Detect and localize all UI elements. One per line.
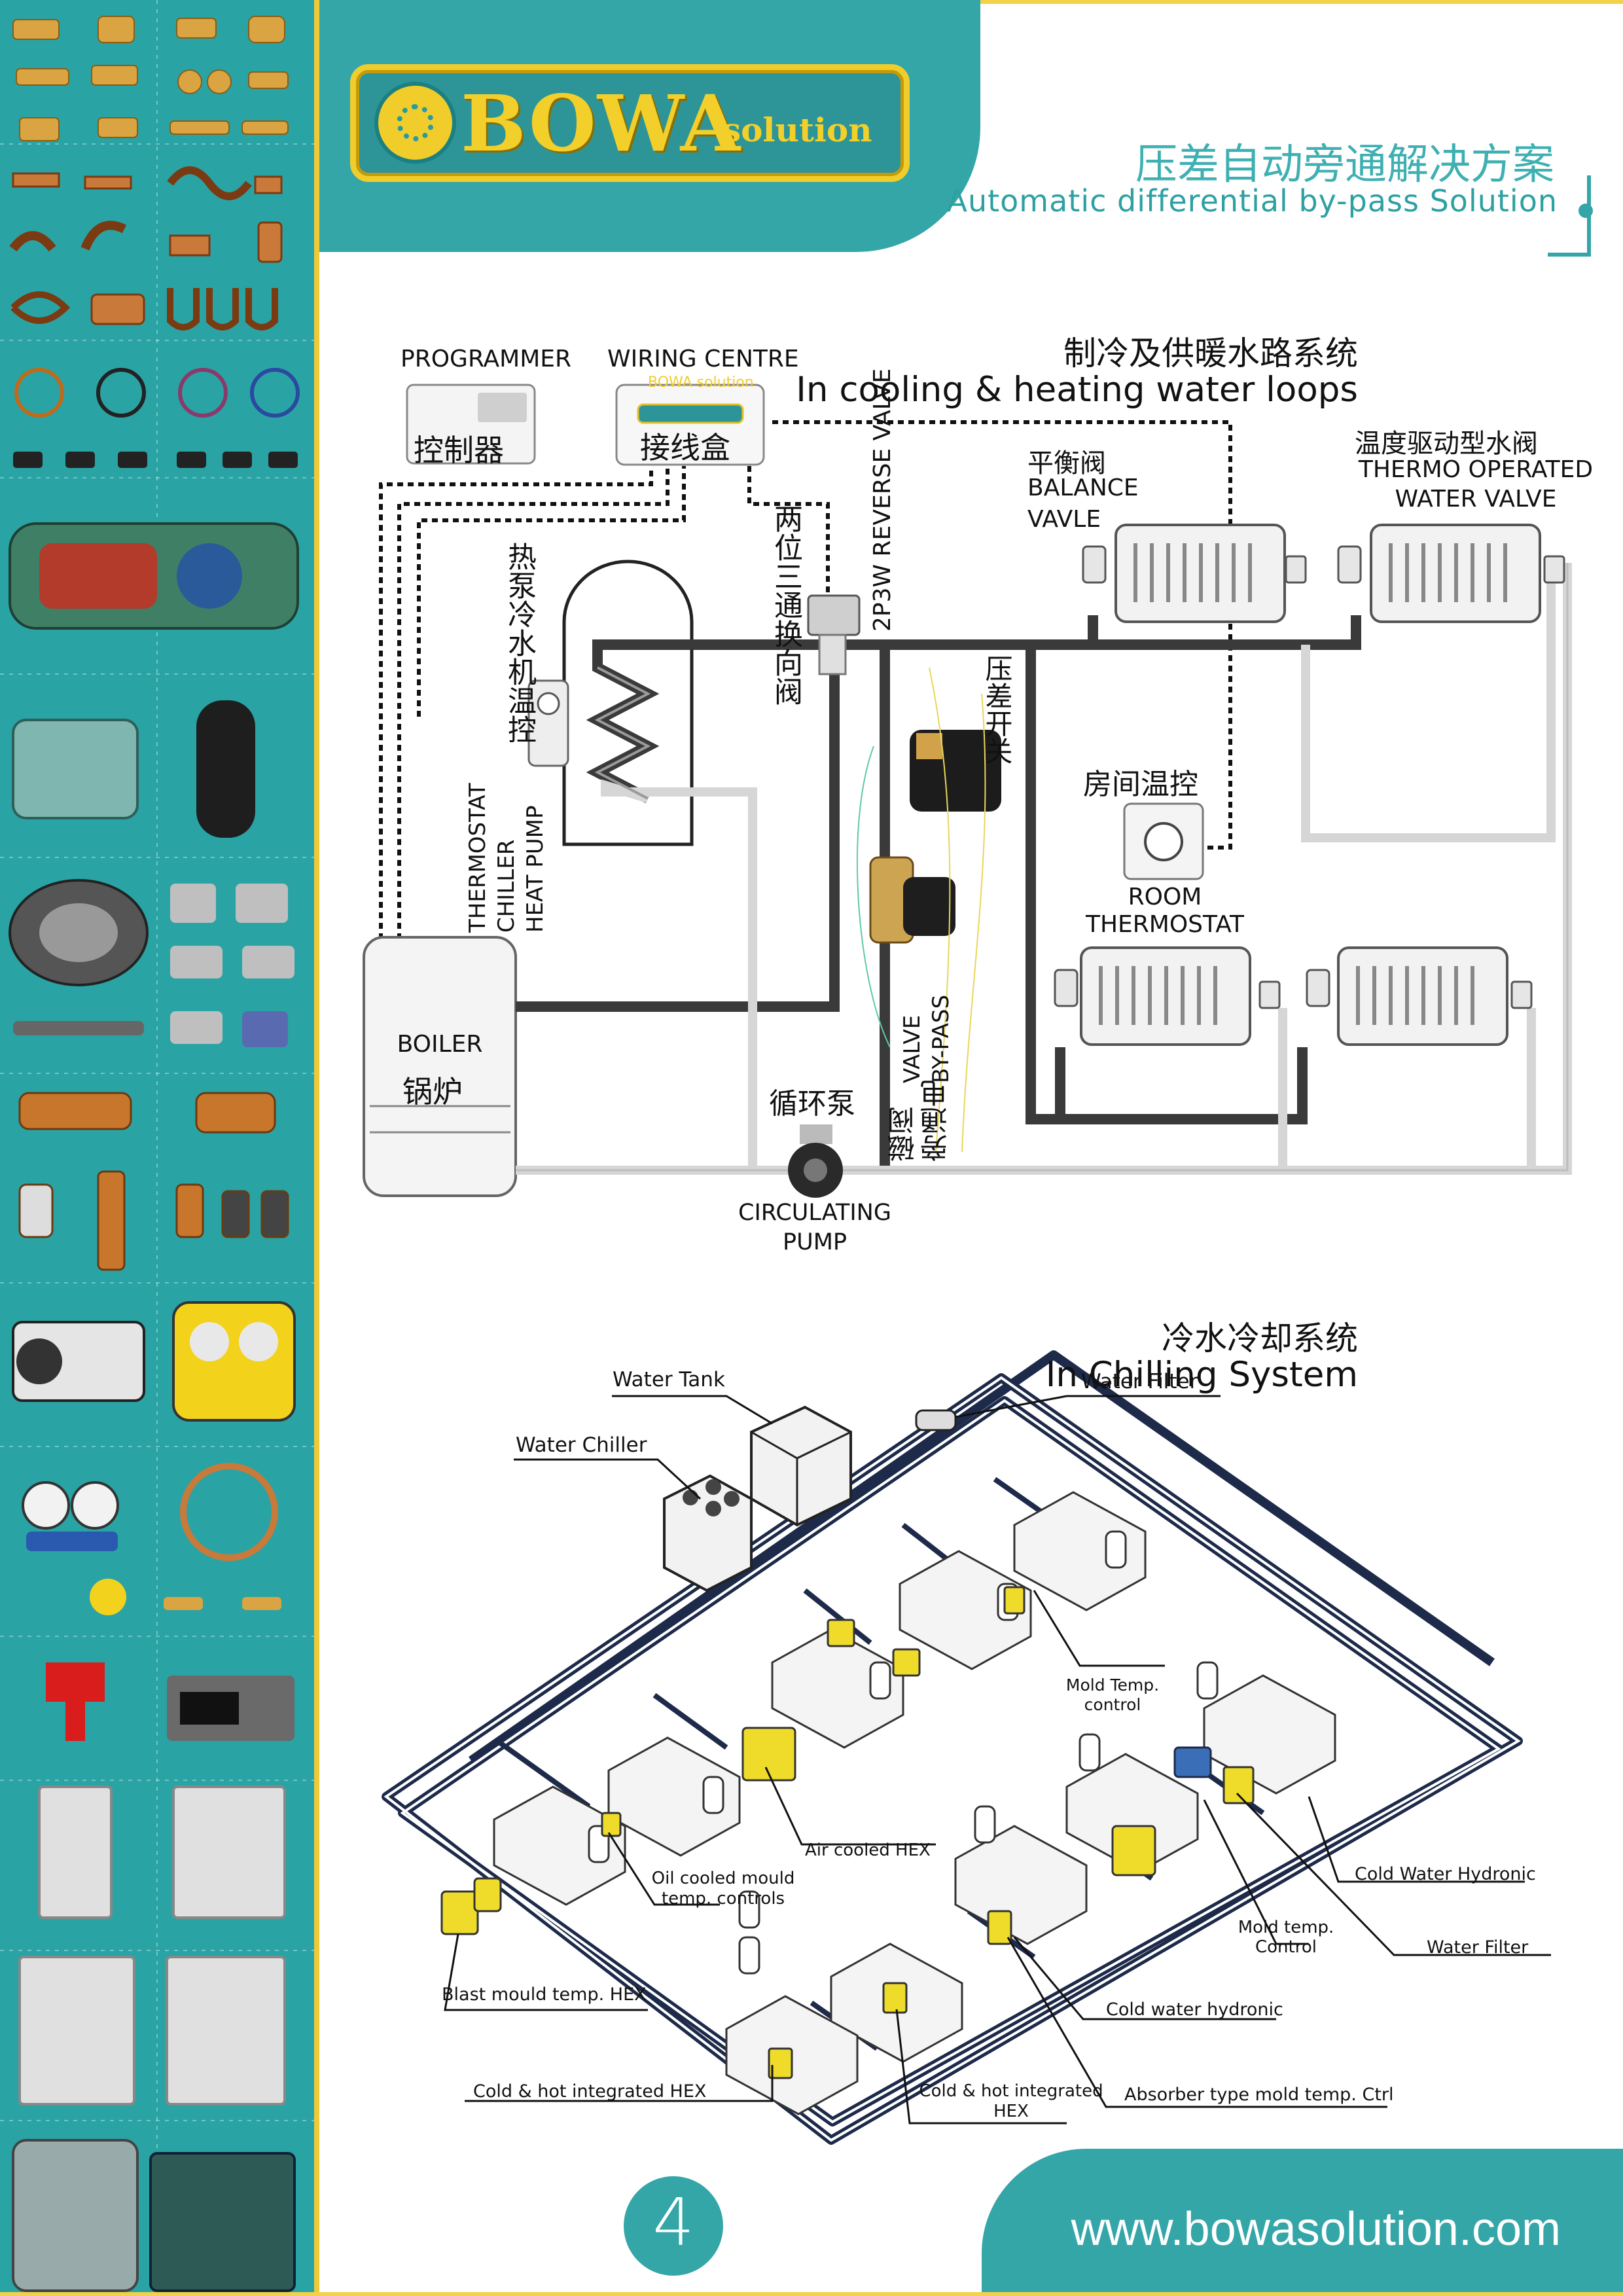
- logo-text: BOWA: [461, 78, 742, 169]
- water-filter-right-label: Water Filter: [1427, 1937, 1529, 1958]
- water-filter-top-shape: [915, 1409, 957, 1431]
- air-cooled-hex-label: Air cooled HEX: [805, 1840, 931, 1860]
- page-number: 4: [652, 2184, 694, 2261]
- reverse-valve-shape: [807, 594, 861, 675]
- cold-water-hydronic-label: Cold water hydronic: [1106, 2000, 1283, 2020]
- boiler-unit: [363, 936, 517, 1197]
- programmer-device-shape: [406, 384, 536, 465]
- balance-valve-label-cn: 平衡阀: [1027, 448, 1106, 478]
- boiler-label-en: BOILER: [397, 1031, 483, 1058]
- cold-hot-integrated-left-label: Cold & hot integrated HEX: [473, 2081, 707, 2102]
- bottom-accent-line: [0, 2292, 1623, 2296]
- radiator-bottom-right: [1337, 946, 1508, 1046]
- logo-emblem-icon: [374, 82, 456, 164]
- room-thermostat-label-cn: 房间温控: [1083, 768, 1198, 801]
- water-chiller-shape: [663, 1474, 753, 1592]
- loop-title-en: In cooling & heating water loops: [796, 370, 1358, 410]
- programmer-label: PROGRAMMER: [401, 346, 572, 372]
- website-link[interactable]: www.bowasolution.com: [1071, 2203, 1561, 2255]
- water-tank-label: Water Tank: [613, 1368, 725, 1391]
- mold-temp-control-label: Mold Temp. control: [1065, 1676, 1160, 1714]
- absorber-label: Absorber type mold temp. Ctrl: [1124, 2085, 1394, 2105]
- room-thermostat-label-en2: THERMOSTAT: [1085, 911, 1245, 938]
- heat-pump-thermostat-shape: [527, 679, 569, 767]
- page-title-en: Automatic differential by-pass Solution: [946, 183, 1558, 219]
- header-dot: [1578, 204, 1593, 218]
- thermo-valve-label-en2: WATER VALVE: [1395, 486, 1557, 512]
- pump-label-cn: 循环泵: [769, 1087, 855, 1121]
- wiring-centre-box-shape: [615, 384, 765, 466]
- mold-temp-control2-label: Mold temp. Control: [1238, 1918, 1334, 1957]
- water-tank-shape: [750, 1405, 852, 1527]
- balance-valve-label-en2: VAVLE: [1027, 506, 1101, 533]
- loop-title-cn: 制冷及供暖水路系统: [1063, 334, 1358, 372]
- balance-valve-label-en1: BALANCE: [1027, 475, 1139, 501]
- radiator-top-left: [1115, 524, 1286, 623]
- wiring-centre-logo: BOWA solution: [648, 374, 754, 391]
- logo-subtext: solution: [722, 111, 872, 149]
- chill-title-en: In Chilling System: [1045, 1355, 1358, 1395]
- room-thermostat-device-shape: [1123, 802, 1204, 880]
- radiator-bottom-left: [1080, 946, 1251, 1046]
- cold-hot-integrated-mid-label: Cold & hot integrated HEX: [919, 2081, 1103, 2121]
- brand-logo: BOWA solution: [350, 64, 910, 182]
- thermo-valve-label-en1: THERMO OPERATED: [1358, 456, 1594, 483]
- page-title-cn: 压差自动旁通解决方案: [1135, 141, 1554, 189]
- chill-title-cn: 冷水冷却系统: [1162, 1319, 1358, 1357]
- diff-pressure-switch-shape: [910, 730, 1001, 812]
- footer-banner: [982, 2149, 1623, 2296]
- bypass-valve-shape: [869, 856, 955, 944]
- wiring-centre-label-cn: 接线盒: [640, 430, 730, 465]
- blast-mould-label: Blast mould temp. HEX: [442, 1984, 647, 2005]
- cold-water-hydronic-cap-label: Cold Water Hydronic: [1355, 1864, 1536, 1884]
- product-thumbnail-grid: [0, 0, 314, 2296]
- boiler-label-cn: 锅炉: [402, 1074, 463, 1109]
- pump-label-en1: CIRCULATING: [738, 1200, 891, 1226]
- water-chiller-label: Water Chiller: [516, 1433, 647, 1457]
- room-thermostat-label-en1: ROOM: [1128, 884, 1202, 910]
- wiring-centre-label: WIRING CENTRE: [607, 346, 799, 372]
- thermo-valve-label-cn: 温度驱动型水阀: [1355, 429, 1538, 459]
- page-number-badge: 4: [624, 2176, 723, 2276]
- wire-boiler: [379, 466, 653, 939]
- radiator-top-right: [1370, 524, 1541, 623]
- programmer-label-cn: 控制器: [414, 433, 504, 468]
- oil-cooled-label: Oil cooled mould temp. controls: [651, 1869, 795, 1909]
- pump-label-en2: PUMP: [782, 1229, 847, 1255]
- product-sidebar: [0, 0, 319, 2296]
- circulating-pump-shape: [788, 1124, 843, 1198]
- water-filter-top-label: Water Filter: [1081, 1370, 1198, 1393]
